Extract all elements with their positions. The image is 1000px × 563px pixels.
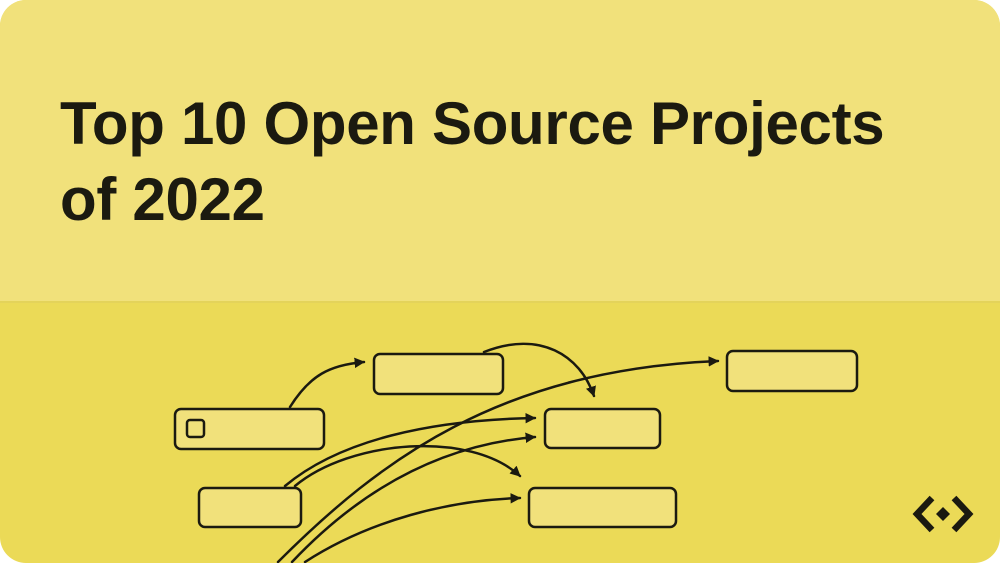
- page-title: Top 10 Open Source Projects of 2022: [60, 86, 960, 238]
- diagram-node-2: [372, 352, 505, 396]
- code-diamond-logo-icon: [912, 495, 974, 533]
- diagram-node-4: [197, 486, 303, 529]
- edge-node4-to-node5: [293, 444, 522, 488]
- title-panel: [0, 0, 1000, 301]
- edge-node4-to-node3-a: [283, 412, 537, 488]
- edge-node2-to-node3: [482, 342, 596, 398]
- edge-offscreen-to-node6: [276, 356, 720, 563]
- diagram-node-1: [173, 407, 326, 451]
- edge-node1-to-node2: [288, 357, 366, 409]
- node-1-checkbox-icon: [185, 418, 206, 439]
- title-line-2: of 2022: [60, 166, 265, 233]
- panel-divider: [0, 301, 1000, 303]
- diagram-node-5: [527, 486, 678, 529]
- edge-offscreen-to-node5: [303, 493, 522, 563]
- edge-offscreen-to-node3: [290, 432, 537, 563]
- title-line-1: Top 10 Open Source Projects: [60, 90, 885, 157]
- diagram-node-3: [543, 407, 662, 450]
- diagram-node-6: [725, 349, 859, 393]
